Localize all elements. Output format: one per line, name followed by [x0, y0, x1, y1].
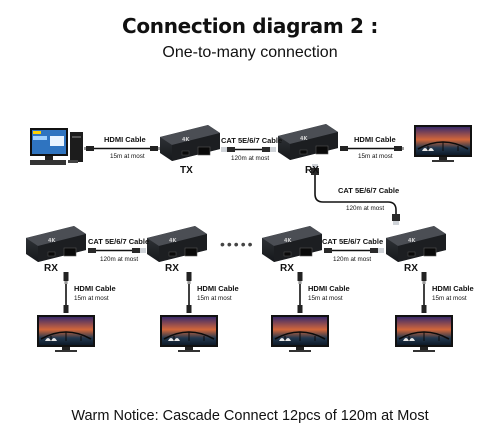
- cat-cable-tx-rx: [221, 147, 276, 152]
- rx-receiver-main-icon: [277, 123, 339, 161]
- hdmi-distance-3: 15m at most: [308, 295, 343, 302]
- tx-label: TX: [180, 165, 193, 176]
- cat-cable-label-rx1-rx2: CAT 5E/6/7 Cable: [88, 237, 150, 246]
- hdmi-cable-label-2: HDMI Cable: [197, 284, 239, 293]
- rx-label-main: RX: [305, 165, 319, 176]
- hdmi-cable-label-3: HDMI Cable: [308, 284, 350, 293]
- hdmi-cable-rx1-tv1: [63, 272, 69, 313]
- continuation-dots: •••••: [220, 236, 255, 252]
- cat-cable-rx3-rx4: [324, 248, 384, 253]
- hdmi-cable-label-right: HDMI Cable: [354, 135, 396, 144]
- hdmi-cable-rx-tv: [340, 146, 404, 151]
- hdmi-distance-2: 15m at most: [197, 295, 232, 302]
- computer-source-icon: [30, 128, 83, 165]
- rx-receiver-4-icon: [385, 225, 447, 263]
- page-title: Connection diagram 2 :: [121, 14, 379, 38]
- hdmi-cable-rx2-tv2: [186, 272, 192, 313]
- rx-receiver-2-icon: [146, 225, 208, 263]
- cat-cable-label-drop: CAT 5E/6/7 Cable: [338, 186, 400, 195]
- cat-distance-rx1-rx2: 120m at most: [100, 256, 139, 263]
- hdmi-cable-label-left: HDMI Cable: [104, 135, 146, 144]
- page-subtitle: One-to-many connection: [162, 44, 338, 61]
- cat-cable-label-top: CAT 5E/6/7 Cable: [221, 136, 283, 145]
- tv-display-4-icon: [394, 314, 454, 353]
- hdmi-distance-1: 15m at most: [74, 295, 109, 302]
- rx-label-3: RX: [280, 263, 294, 274]
- rx-label-2: RX: [165, 263, 179, 274]
- tx-transmitter-icon: [159, 124, 221, 162]
- cat-cable-rx1-rx2: [88, 248, 146, 253]
- cat-distance-top: 120m at most: [231, 155, 270, 162]
- hdmi-cable-pc-tx: [84, 146, 160, 151]
- cat-distance-rx3-rx4: 120m at most: [333, 256, 372, 263]
- hdmi-distance-4: 15m at most: [432, 295, 467, 302]
- tv-display-top-icon: [413, 124, 473, 163]
- cat-cable-cascade-drop: [311, 164, 400, 225]
- hdmi-cable-rx3-tv3: [297, 272, 303, 313]
- tv-display-1-icon: [36, 314, 96, 353]
- tv-display-2-icon: [159, 314, 219, 353]
- rx-receiver-1-icon: [25, 225, 87, 263]
- rx-receiver-3-icon: [261, 225, 323, 263]
- cat-cable-label-rx3-rx4: CAT 5E/6/7 Cable: [322, 237, 384, 246]
- cat-distance-drop: 120m at most: [346, 205, 385, 212]
- rx-label-1: RX: [44, 263, 58, 274]
- tv-display-3-icon: [270, 314, 330, 353]
- rx-label-4: RX: [404, 263, 418, 274]
- warm-notice: Warm Notice: Cascade Connect 12pcs of 12…: [71, 408, 429, 424]
- hdmi-cable-label-4: HDMI Cable: [432, 284, 474, 293]
- hdmi-distance-left: 15m at most: [110, 153, 145, 160]
- hdmi-distance-right: 15m at most: [358, 153, 393, 160]
- hdmi-cable-rx4-tv4: [421, 272, 427, 313]
- hdmi-cable-label-1: HDMI Cable: [74, 284, 116, 293]
